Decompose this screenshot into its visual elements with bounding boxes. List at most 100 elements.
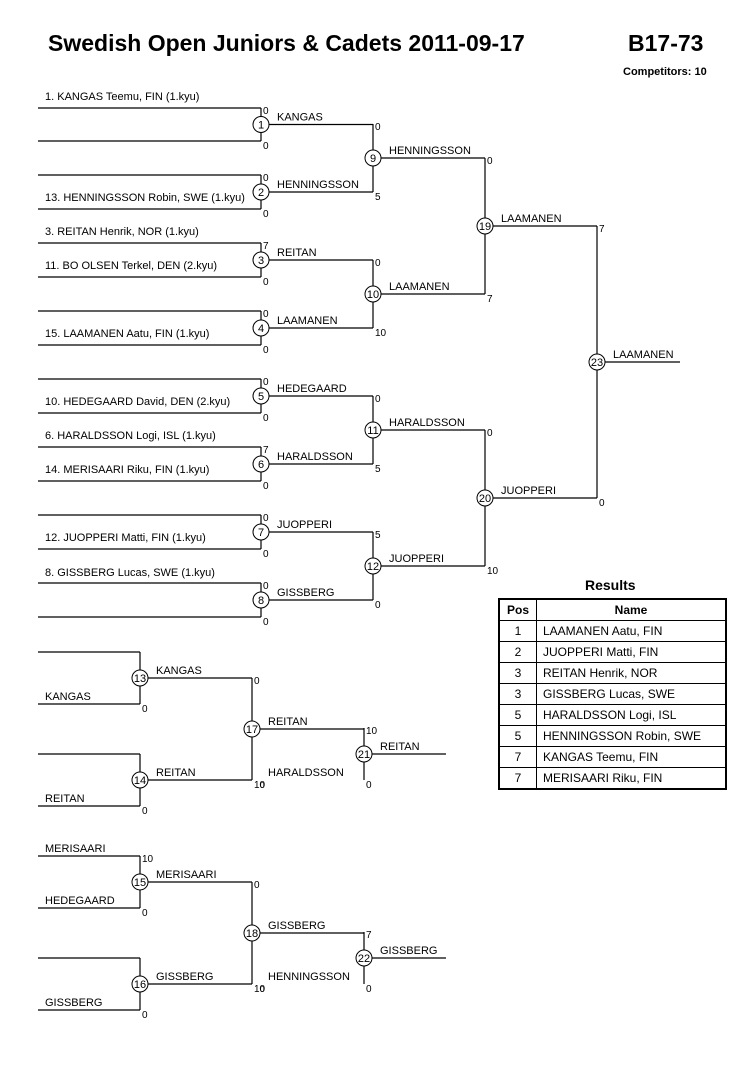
match-number: 8 bbox=[258, 595, 264, 607]
score-top: 0 bbox=[254, 880, 260, 891]
result-pos: 7 bbox=[498, 746, 537, 768]
match-number-circle bbox=[364, 557, 382, 575]
match-number: 15 bbox=[134, 877, 146, 889]
match-winner: HEDEGAARD bbox=[277, 383, 347, 395]
match-number-circle bbox=[252, 116, 270, 133]
score-bottom: 0 bbox=[263, 549, 269, 560]
score-top: 0 bbox=[263, 513, 269, 524]
result-name: KANGAS Teemu, FIN bbox=[536, 746, 727, 768]
score-extra: 0 bbox=[260, 781, 265, 790]
score-bottom: 10 bbox=[375, 328, 387, 339]
score-bottom: 0 bbox=[263, 481, 269, 492]
match-winner: JUOPPERI bbox=[389, 553, 444, 565]
match-number: 13 bbox=[134, 673, 146, 685]
match-number-circle bbox=[252, 591, 270, 609]
match-winner: KANGAS bbox=[277, 112, 323, 124]
match-number-circle bbox=[252, 523, 270, 541]
results-header-pos: Pos bbox=[498, 598, 537, 621]
results-header-name: Name bbox=[536, 598, 727, 621]
score-top: 0 bbox=[375, 394, 381, 405]
score-top: 0 bbox=[487, 428, 493, 439]
competitor-entry: 3. REITAN Henrik, NOR (1.kyu) bbox=[45, 226, 199, 238]
match-number-circle bbox=[131, 669, 149, 687]
competitor-entry: 11. BO OLSEN Terkel, DEN (2.kyu) bbox=[45, 260, 217, 272]
match-number-circle bbox=[364, 285, 382, 303]
match-winner: JUOPPERI bbox=[501, 485, 556, 497]
match-number-circle bbox=[476, 217, 494, 235]
result-pos: 5 bbox=[498, 704, 537, 726]
match-number-circle bbox=[252, 251, 270, 269]
match-number: 11 bbox=[367, 425, 378, 437]
score-bottom: 0 bbox=[599, 498, 605, 509]
score-bottom: 7 bbox=[487, 294, 493, 305]
score-bottom: 0 bbox=[263, 345, 269, 356]
match-number: 22 bbox=[358, 953, 370, 965]
match-number: 1 bbox=[258, 120, 264, 132]
score-top: 0 bbox=[263, 309, 269, 320]
score-top: 10 bbox=[366, 726, 378, 737]
result-name: GISSBERG Lucas, SWE bbox=[536, 683, 727, 705]
score-top: 0 bbox=[263, 173, 269, 184]
match-number: 7 bbox=[258, 527, 264, 539]
match-winner: LAAMANEN bbox=[277, 315, 338, 327]
match-number: 21 bbox=[358, 749, 370, 761]
match-number: 17 bbox=[246, 724, 258, 736]
match-number: 19 bbox=[479, 221, 491, 233]
match-number: 16 bbox=[134, 979, 146, 991]
match-number: 14 bbox=[134, 775, 146, 787]
match-number-circle bbox=[252, 455, 270, 473]
score-bottom: 0 bbox=[142, 806, 148, 817]
match-number-circle bbox=[243, 924, 261, 942]
match-number: 6 bbox=[258, 459, 264, 471]
match-winner: REITAN bbox=[156, 767, 196, 779]
match-winner: KANGAS bbox=[156, 665, 202, 677]
score-bottom: 0 bbox=[263, 413, 269, 424]
score-bottom: 0 bbox=[263, 141, 269, 152]
score-top: 0 bbox=[263, 106, 269, 117]
match-winner: HARALDSSON bbox=[389, 417, 465, 429]
result-pos: 2 bbox=[498, 641, 537, 663]
result-name: HARALDSSON Logi, ISL bbox=[536, 704, 727, 726]
match-number: 12 bbox=[367, 561, 379, 573]
match-number-circle bbox=[588, 353, 606, 371]
entrant-top: MERISAARI bbox=[45, 843, 106, 855]
score-top: 7 bbox=[599, 224, 605, 235]
match-number: 20 bbox=[479, 493, 491, 505]
competitor-entry: 15. LAAMANEN Aatu, FIN (1.kyu) bbox=[45, 328, 209, 340]
score-top: 7 bbox=[263, 445, 269, 456]
match-number-circle bbox=[355, 949, 373, 967]
result-pos: 5 bbox=[498, 725, 537, 747]
match-number: 2 bbox=[258, 187, 264, 199]
score-top: 7 bbox=[263, 241, 269, 252]
score-bottom: 0 bbox=[263, 209, 269, 220]
match-number: 10 bbox=[367, 289, 379, 301]
match-number-circle bbox=[131, 873, 149, 891]
match-winner: GISSBERG bbox=[277, 587, 334, 599]
result-name: JUOPPERI Matti, FIN bbox=[536, 641, 727, 663]
match-winner: GISSBERG bbox=[156, 971, 213, 983]
match-winner: REITAN bbox=[268, 716, 308, 728]
score-top: 0 bbox=[375, 258, 381, 269]
score-bottom: 10 bbox=[254, 984, 266, 995]
entrant-bottom: KANGAS bbox=[45, 691, 91, 703]
score-top: 10 bbox=[142, 854, 154, 865]
results-header-row: Pos Name bbox=[498, 598, 727, 621]
score-top: 0 bbox=[254, 676, 260, 687]
match-number-circle bbox=[355, 745, 373, 763]
result-pos: 3 bbox=[498, 683, 537, 705]
score-bottom: 0 bbox=[142, 1010, 148, 1021]
score-top: 0 bbox=[487, 156, 493, 167]
match-winner: REITAN bbox=[380, 741, 420, 753]
competitor-entry: 8. GISSBERG Lucas, SWE (1.kyu) bbox=[45, 567, 215, 579]
match-winner: HARALDSSON bbox=[277, 451, 353, 463]
score-bottom: 5 bbox=[375, 464, 381, 475]
match-number-circle bbox=[131, 771, 149, 789]
score-bottom: 5 bbox=[375, 192, 381, 203]
match-winner: HENNINGSSON bbox=[277, 179, 359, 191]
result-name: MERISAARI Riku, FIN bbox=[536, 767, 727, 790]
